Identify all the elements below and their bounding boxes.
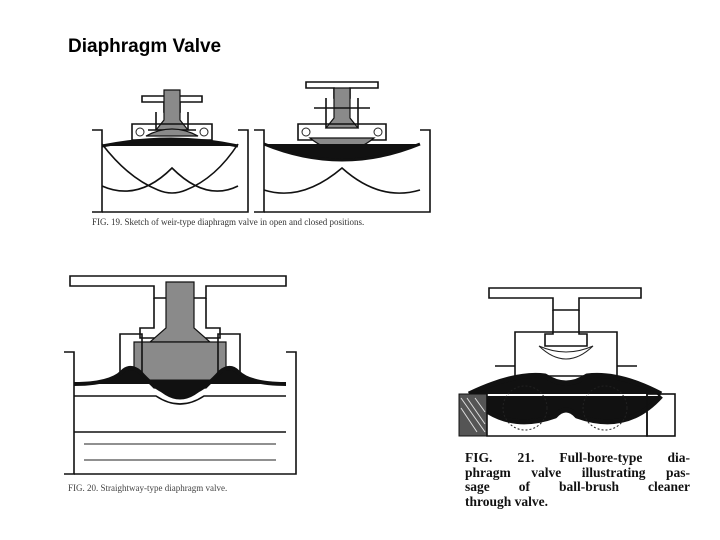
full-bore-valve-drawing bbox=[458, 287, 676, 437]
fig21-caption-line: FIG. 21. Full-bore-type dia- bbox=[465, 450, 690, 465]
full-bore-valve-figure bbox=[458, 287, 676, 437]
fig20-caption: FIG. 20. Straightway-type diaphragm valv… bbox=[68, 483, 228, 493]
weir-valve-figure bbox=[92, 81, 431, 213]
weir-valve-closed-drawing bbox=[254, 81, 431, 213]
slide-title: Diaphragm Valve bbox=[68, 36, 222, 57]
fig21-caption-line: phragm valve illustrating pas- bbox=[465, 464, 690, 480]
fig19-caption: FIG. 19. Sketch of weir-type diaphragm v… bbox=[92, 217, 365, 227]
straightway-valve-figure bbox=[64, 275, 297, 475]
weir-valve-open-drawing bbox=[92, 89, 249, 213]
straightway-valve-drawing bbox=[64, 275, 297, 475]
fig21-caption-line: through valve. bbox=[465, 493, 549, 509]
fig21-caption-line: sage of ball-brush cleaner bbox=[465, 479, 690, 494]
fig21-caption: FIG. 21. Full-bore-type dia- phragm valv… bbox=[465, 450, 690, 509]
